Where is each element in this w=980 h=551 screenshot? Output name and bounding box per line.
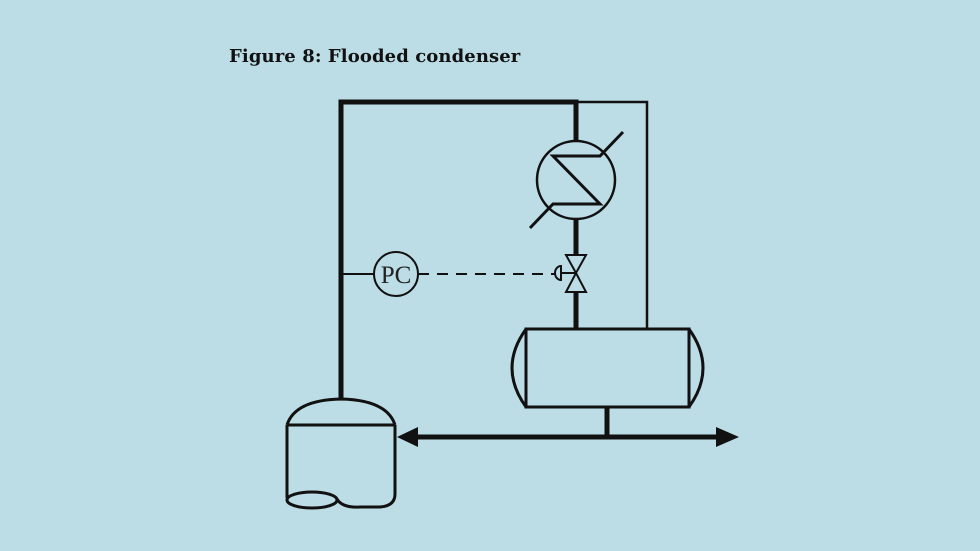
arrow-left-icon bbox=[397, 427, 418, 447]
vapor-line bbox=[338, 99, 579, 399]
figure-title: Figure 8: Flooded condenser bbox=[229, 46, 521, 67]
bypass-line bbox=[576, 100, 649, 329]
reflux-drum-icon bbox=[510, 327, 705, 409]
controller-label: PC bbox=[381, 262, 412, 289]
pressure-controller: PC bbox=[341, 251, 555, 297]
condenser-icon bbox=[528, 130, 625, 230]
reflux-product-line bbox=[397, 427, 739, 447]
column-tank-icon bbox=[285, 397, 397, 510]
arrow-right-icon bbox=[716, 427, 739, 447]
control-valve-icon bbox=[554, 254, 588, 293]
